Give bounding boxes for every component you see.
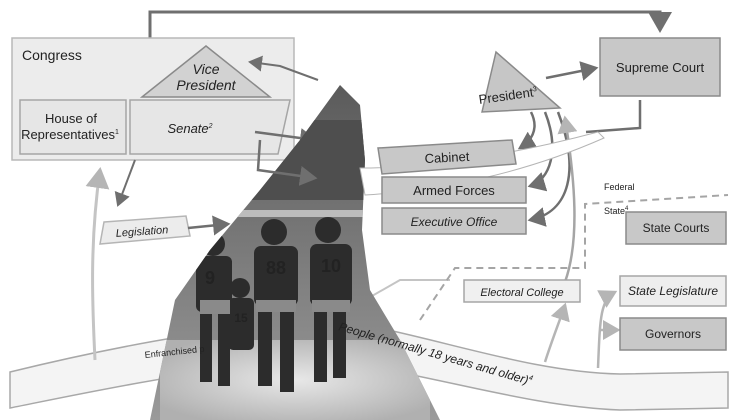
supreme-court-label: Supreme Court	[616, 60, 705, 75]
cabinet-label: Cabinet	[424, 149, 470, 166]
vice-president-line2: President	[176, 77, 236, 93]
state-courts-label: State Courts	[643, 221, 710, 235]
jersey-number-9: 9	[205, 268, 215, 288]
governors-label: Governors	[645, 327, 701, 341]
house-line2: Representatives1	[21, 127, 119, 142]
vice-president-line1: Vice	[193, 61, 220, 77]
state-legislature-label: State Legislature	[628, 284, 718, 298]
president-to-supreme-court-arrow	[546, 68, 596, 78]
federal-label: Federal	[604, 182, 635, 192]
jersey-number-10: 10	[321, 256, 341, 276]
armed-forces-label: Armed Forces	[413, 183, 495, 198]
people-to-senate-arrow	[365, 280, 450, 300]
congress-title: Congress	[22, 47, 82, 63]
top-connector-arrow	[150, 12, 660, 40]
electoral-college-label: Electoral College	[480, 287, 563, 299]
congress-to-legislation-arrow	[118, 160, 135, 205]
supreme-court-return-arrow	[586, 100, 640, 132]
people-to-house-arrow	[93, 170, 100, 360]
executive-office-label: Executive Office	[411, 215, 498, 229]
legislation-to-photo-arrow	[188, 224, 228, 228]
president-to-cabinet-arrow	[520, 112, 535, 148]
senate-label: Senate2	[167, 121, 212, 136]
people-to-electoral-arrow	[545, 305, 565, 362]
jersey-number-15: 15	[234, 311, 248, 325]
house-line1: House of	[45, 111, 97, 126]
jersey-number-88: 88	[266, 258, 286, 278]
